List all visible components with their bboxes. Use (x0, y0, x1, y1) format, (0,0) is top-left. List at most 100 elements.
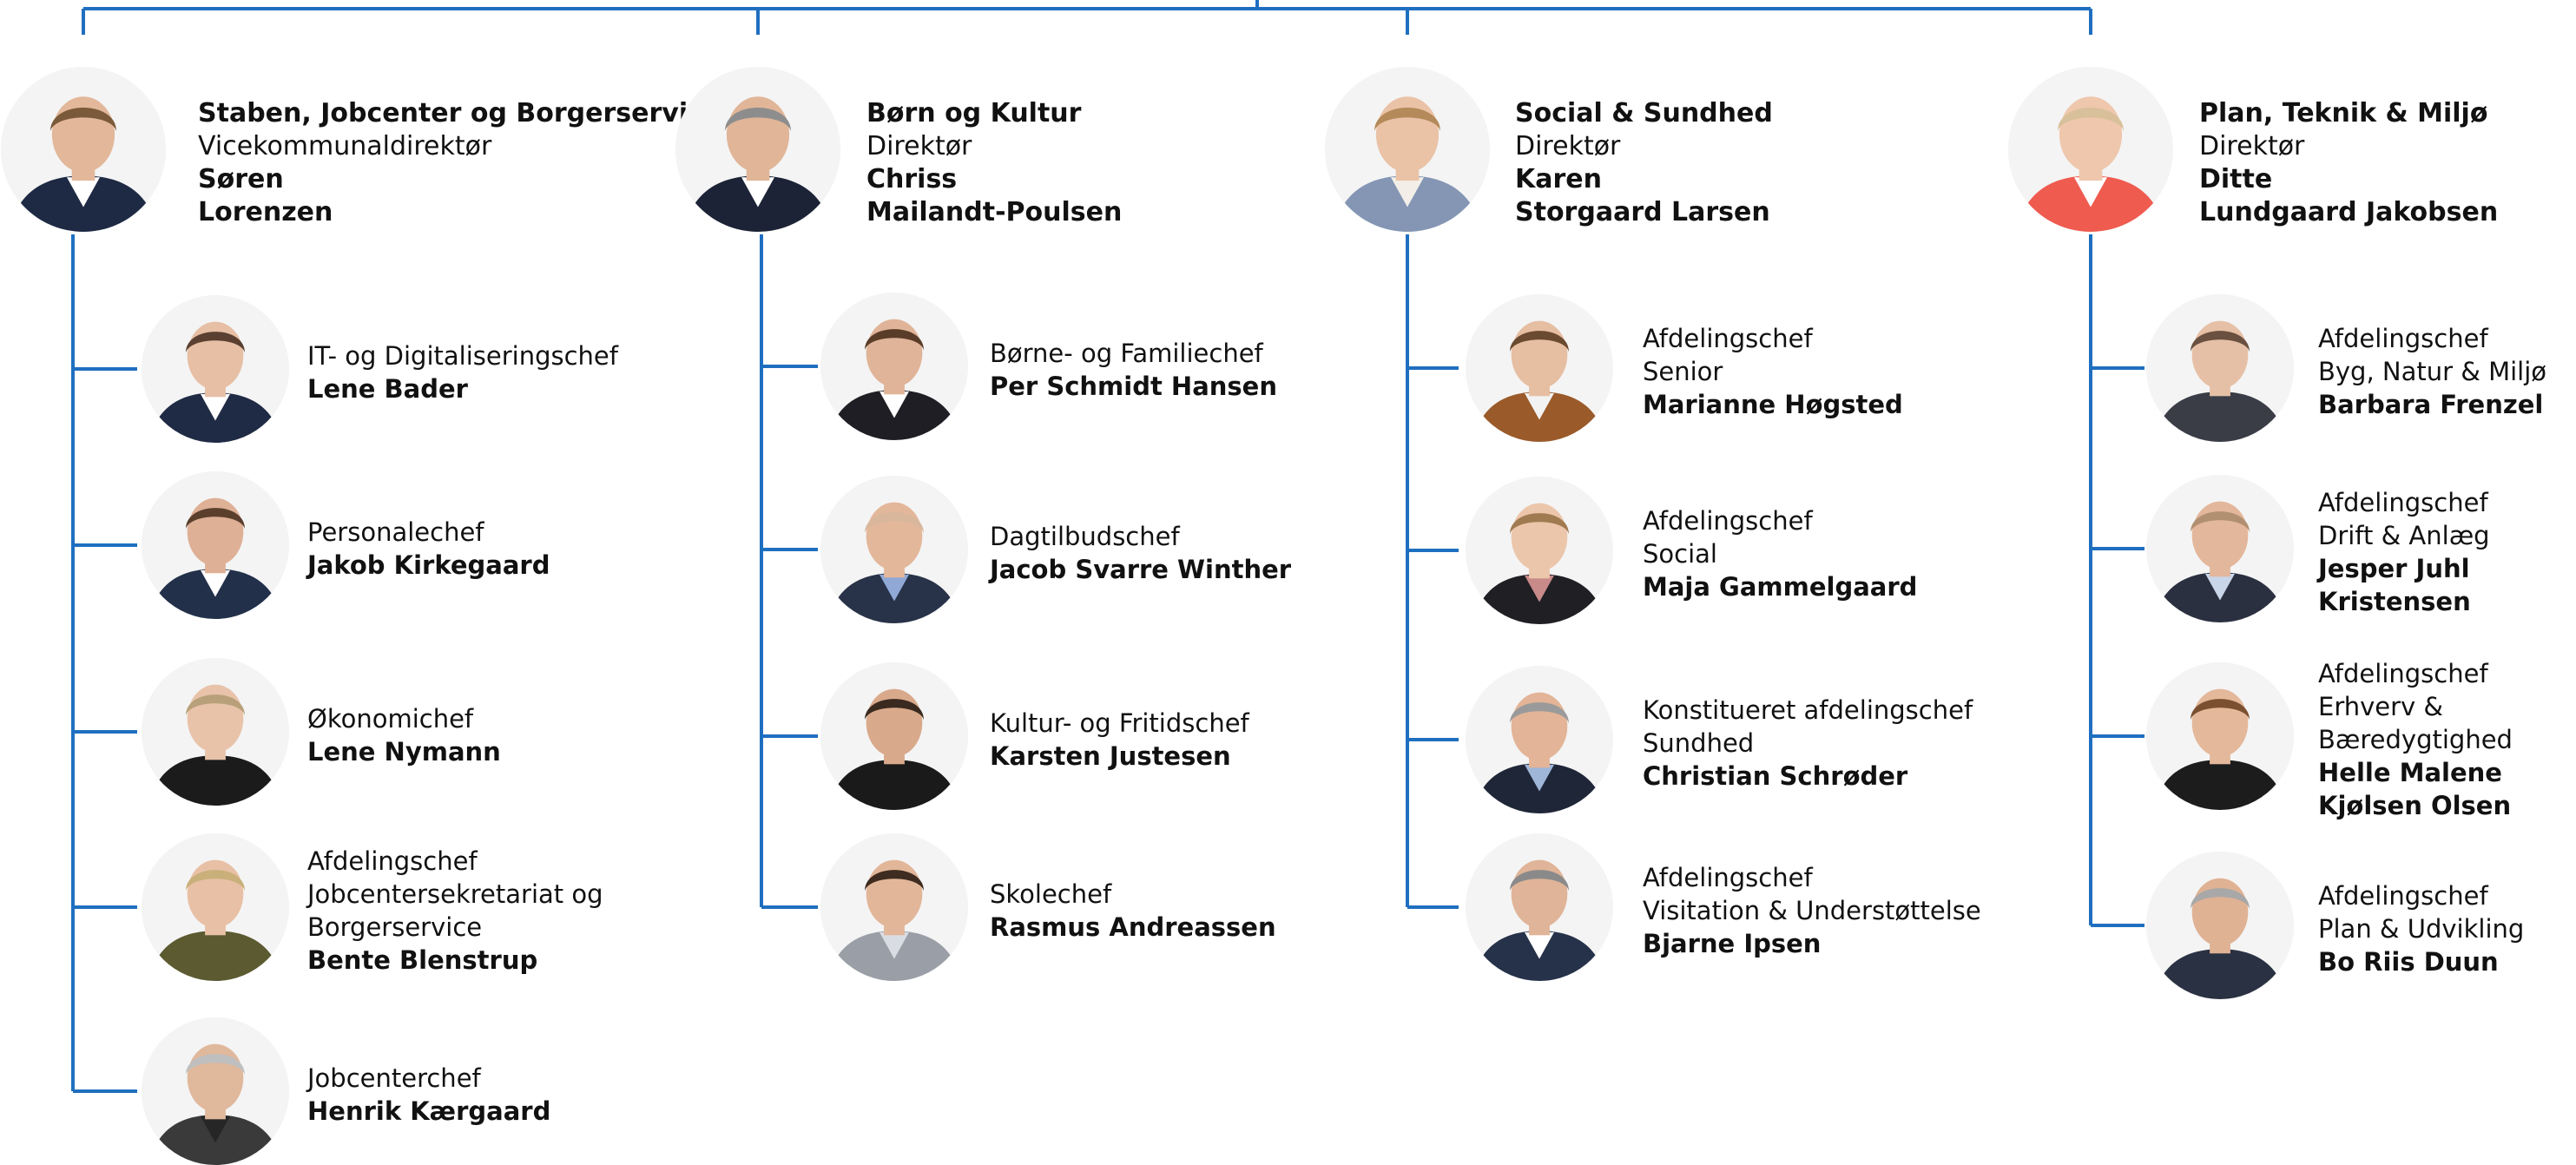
director-photo (2008, 67, 2173, 232)
name-or-unit-label: Jesper Juhl (2318, 554, 2470, 583)
name-or-unit-label: Marianne Høgsted (1643, 390, 1903, 419)
name-or-unit-label: Lundgaard Jakobsen (2199, 197, 2499, 227)
report-photo (142, 833, 289, 981)
report-photo (142, 1017, 289, 1165)
role-label: Afdelingschef (1643, 863, 1813, 892)
director-photo (1325, 67, 1490, 232)
role-label: Kultur- og Fritidschef (990, 708, 1249, 738)
role-label: Jobcenterchef (307, 1063, 481, 1093)
role-label: Vicekommunaldirektør (198, 131, 492, 161)
report-photo (142, 658, 289, 806)
role-label: Bæredygtighed (2318, 725, 2513, 754)
role-label: Børne- og Familiechef (990, 339, 1263, 368)
role-label: Afdelingschef (2318, 881, 2488, 911)
role-label: IT- og Digitaliseringschef (307, 341, 618, 371)
name-or-unit-label: Christian Schrøder (1643, 761, 1908, 791)
report-photo (2146, 662, 2294, 810)
role-label: Afdelingschef (1643, 506, 1813, 536)
name-or-unit-label: Rasmus Andreassen (990, 912, 1276, 942)
role-label: Social (1643, 539, 1717, 569)
name-or-unit-label: Bjarne Ipsen (1643, 929, 1822, 958)
name-or-unit-label: Lene Nymann (307, 737, 501, 767)
name-or-unit-label: Social & Sundhed (1515, 98, 1773, 128)
name-or-unit-label: Plan, Teknik & Miljø (2199, 98, 2488, 128)
name-or-unit-label: Chriss (866, 164, 958, 194)
report-photo (820, 476, 968, 623)
report-photo (142, 471, 289, 619)
name-or-unit-label: Per Schmidt Hansen (990, 372, 1277, 401)
name-or-unit-label: Mailandt-Poulsen (866, 197, 1123, 227)
name-or-unit-label: Kristensen (2318, 587, 2471, 616)
role-label: Konstitueret afdelingschef (1643, 695, 1973, 725)
report-photo (142, 295, 289, 443)
name-or-unit-label: Kjølsen Olsen (2318, 791, 2512, 820)
name-or-unit-label: Bo Riis Duun (2318, 947, 2499, 977)
role-label: Borgerservice (307, 912, 483, 942)
role-label: Direktør (2199, 131, 2305, 161)
name-or-unit-label: Lene Bader (307, 374, 468, 404)
report-photo (1466, 294, 1613, 442)
report-photo (2146, 852, 2294, 999)
name-or-unit-label: Helle Malene (2318, 758, 2502, 787)
role-label: Afdelingschef (2318, 488, 2488, 517)
name-or-unit-label: Barbara Frenzel (2318, 390, 2544, 419)
role-label: Afdelingschef (2318, 324, 2488, 353)
role-label: Sundhed (1643, 728, 1755, 758)
name-or-unit-label: Lorenzen (198, 197, 333, 227)
report-photo (1466, 833, 1613, 981)
name-or-unit-label: Jakob Kirkegaard (307, 550, 550, 580)
role-label: Plan & Udvikling (2318, 914, 2525, 944)
name-or-unit-label: Maja Gammelgaard (1643, 572, 1918, 602)
report-photo (820, 293, 968, 440)
role-label: Visitation & Understøttelse (1643, 896, 1981, 925)
role-label: Byg, Natur & Miljø (2318, 357, 2547, 386)
report-photo (1466, 666, 1613, 813)
name-or-unit-label: Henrik Kærgaard (307, 1096, 551, 1126)
name-or-unit-label: Jacob Svarre Winther (990, 555, 1292, 584)
role-label: Afdelingschef (2318, 659, 2488, 688)
name-or-unit-label: Karen (1515, 164, 1602, 194)
director-photo (675, 67, 840, 232)
role-label: Erhverv & (2318, 692, 2444, 721)
report-photo (820, 662, 968, 810)
name-or-unit-label: Bente Blenstrup (307, 945, 538, 975)
role-label: Skolechef (990, 879, 1112, 909)
name-or-unit-label: Børn og Kultur (866, 98, 1082, 128)
name-or-unit-label: Storgaard Larsen (1515, 197, 1770, 227)
role-label: Personalechef (307, 517, 484, 547)
role-label: Afdelingschef (307, 846, 478, 876)
name-or-unit-label: Staben, Jobcenter og Borgerservice (198, 98, 721, 128)
role-label: Senior (1643, 357, 1723, 386)
report-photo (2146, 294, 2294, 442)
role-label: Jobcentersekretariat og (307, 879, 603, 909)
role-label: Afdelingschef (1643, 324, 1813, 353)
name-or-unit-label: Ditte (2199, 164, 2273, 194)
role-label: Dagtilbudschef (990, 522, 1180, 551)
role-label: Direktør (866, 131, 972, 161)
name-or-unit-label: Søren (198, 164, 284, 194)
report-photo (1466, 477, 1613, 624)
